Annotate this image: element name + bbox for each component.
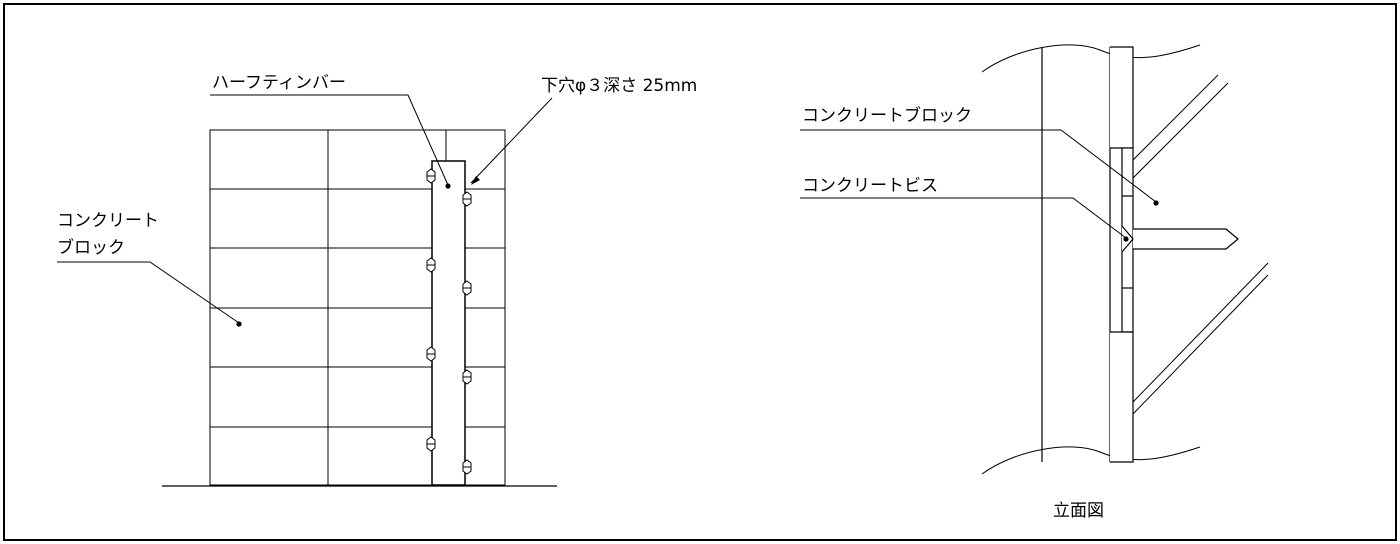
- break-line-top: [981, 44, 1201, 73]
- screw-mark: [462, 191, 472, 207]
- half-timber-board: [431, 160, 466, 486]
- label-half-timber: ハーフティンバー: [212, 73, 346, 93]
- leader-dot: [445, 183, 451, 189]
- concrete-screw: [1121, 225, 1239, 253]
- elevation-view: コンクリートブロック コンクリートビス 立面図: [800, 44, 1269, 521]
- label-elev-concrete-block: コンクリートブロック: [802, 105, 972, 126]
- leader-half-timber: [210, 94, 449, 186]
- drawing-border: [3, 3, 1397, 541]
- break-line-bottom: [981, 446, 1201, 475]
- label-concrete-block-line1: コンクリート: [57, 211, 159, 231]
- screw-mark: [462, 369, 472, 385]
- leader-pilot-hole: [470, 97, 553, 184]
- screw-marks: [426, 168, 472, 475]
- timber-boards: [1110, 46, 1134, 463]
- label-pilot-hole: 下穴φ３深さ 25mm: [541, 76, 697, 96]
- screw-mark: [426, 346, 436, 362]
- leader-concrete-screw: [800, 197, 1127, 239]
- leader-dot: [1153, 200, 1159, 206]
- leader-arrowhead: [471, 176, 480, 185]
- label-concrete-screw: コンクリートビス: [802, 176, 938, 196]
- screw-mark: [426, 168, 436, 184]
- leader-concrete-block: [57, 261, 240, 324]
- leader-dot: [1123, 236, 1129, 242]
- screw-mark: [426, 436, 436, 452]
- screw-mark: [462, 280, 472, 296]
- leader-dot: [236, 321, 242, 327]
- screw-mark: [426, 257, 436, 273]
- elevation-caption: 立面図: [1053, 501, 1104, 521]
- label-concrete-block-line2: ブロック: [57, 237, 125, 258]
- leader-elev-concrete-block: [800, 129, 1157, 203]
- screw-mark: [462, 459, 472, 475]
- diagonal-timbers: [1132, 74, 1269, 415]
- left-wall-view: ハーフティンバー 下穴φ３深さ 25mm コンクリート ブロック: [57, 73, 697, 487]
